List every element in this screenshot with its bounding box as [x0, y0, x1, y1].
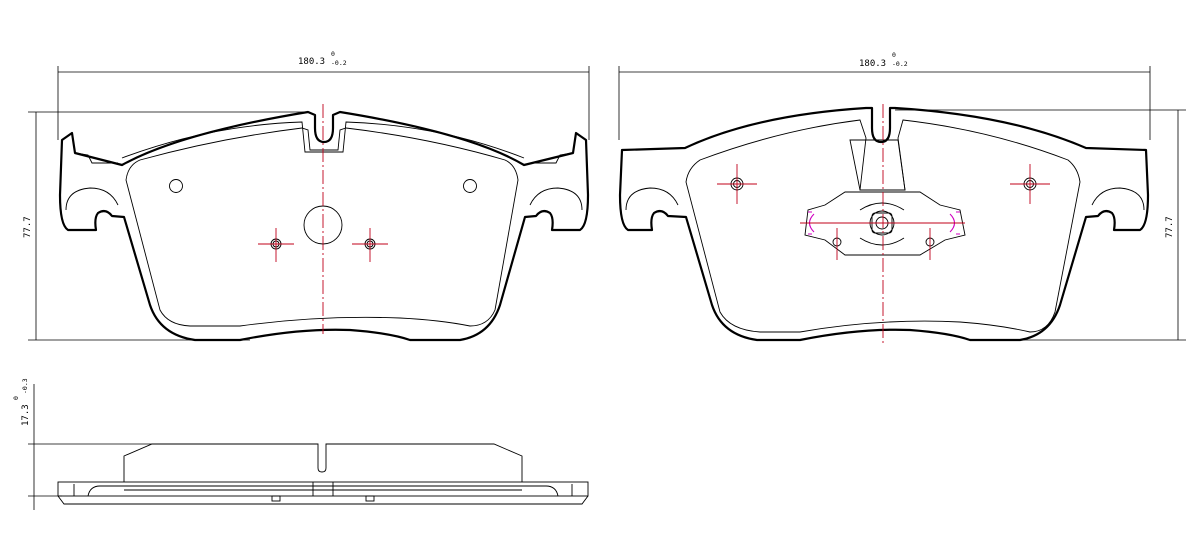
left-height-dimension: 77.7	[23, 111, 310, 341]
right-height-value: 77.7	[1165, 216, 1175, 238]
left-pad-hole-left	[169, 179, 183, 193]
left-width-lower-tol: -0.2	[331, 59, 347, 67]
left-width-value: 180.3	[298, 57, 325, 67]
right-pad-backplate-outline	[618, 106, 1150, 342]
side-pin-left	[271, 495, 281, 502]
right-height-dimension: 77.7	[895, 109, 1186, 341]
side-pin-right	[365, 495, 375, 502]
left-width-dimension: 180.3 0 -0.2	[57, 50, 590, 140]
left-pad-backplate-outline	[58, 110, 590, 342]
right-width-lower-tol: -0.2	[892, 60, 908, 68]
left-width-upper-tol: 0	[331, 50, 335, 58]
side-friction-block	[123, 443, 523, 482]
anti-rattle-clip	[804, 139, 966, 256]
right-width-upper-tol: 0	[892, 51, 896, 59]
front-view-pad: 180.3 0 -0.2 77.7	[23, 50, 590, 342]
left-pad-hole-right	[463, 179, 477, 193]
right-width-dimension: 180.3 0 -0.2	[618, 51, 1151, 140]
rear-view-backplate: 180.3 0 -0.2 77.7	[618, 51, 1186, 344]
left-friction-material-outline	[125, 127, 519, 327]
thickness-value: 17.3	[21, 404, 31, 426]
side-backplate	[57, 481, 589, 497]
side-view-profile: 17.3 0 -0.3	[12, 378, 589, 510]
right-width-value: 180.3	[859, 59, 886, 69]
thickness-upper-tol: 0	[12, 396, 20, 400]
thickness-lower-tol: -0.3	[21, 378, 29, 394]
thickness-dimension: 17.3 0 -0.3	[12, 378, 152, 510]
left-height-value: 77.7	[23, 216, 33, 238]
